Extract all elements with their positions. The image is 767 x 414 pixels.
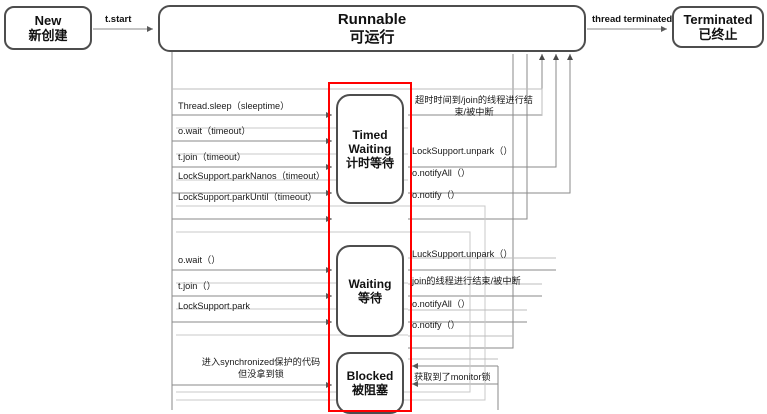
label-thread-sleep: Thread.sleep（sleeptime） bbox=[178, 101, 290, 111]
state-node-waiting[interactable]: Waiting 等待 bbox=[336, 245, 404, 337]
label-locksupport-park: LockSupport.park bbox=[178, 301, 251, 311]
label-t-join: t.join（） bbox=[178, 281, 216, 291]
state-new-en: New bbox=[34, 12, 62, 28]
state-blocked-zh: 被阻塞 bbox=[351, 383, 388, 397]
label-o-notifyall-timed: o.notifyAll（） bbox=[412, 168, 471, 178]
wire-exit-notify-timed bbox=[408, 54, 528, 220]
label-acquired-monitor: 获取到了monitor锁 bbox=[414, 372, 491, 382]
state-blocked-en: Blocked bbox=[346, 368, 394, 383]
label-o-wait: o.wait（） bbox=[178, 255, 221, 265]
state-terminated-en: Terminated bbox=[683, 11, 753, 27]
wire-exit-notifyall-timed bbox=[408, 54, 573, 194]
state-timed-waiting-en-line1: Timed bbox=[352, 127, 388, 142]
state-timed-waiting-en-line2: Waiting bbox=[348, 141, 392, 156]
state-node-timed-waiting[interactable]: Timed Waiting 计时等待 bbox=[336, 94, 404, 204]
label-parknanos-timeout: LockSupport.parkNanos（timeout） bbox=[178, 171, 326, 181]
state-runnable-en: Runnable bbox=[337, 10, 407, 28]
state-node-terminated[interactable]: Terminated 已终止 bbox=[672, 6, 764, 48]
edge-label-t-start: t.start bbox=[105, 14, 132, 25]
state-runnable-zh: 可运行 bbox=[349, 28, 395, 46]
state-node-new[interactable]: New 新创建 bbox=[4, 6, 92, 50]
label-t-join-timeout: t.join（timeout） bbox=[178, 152, 246, 162]
state-new-zh: 新创建 bbox=[28, 28, 68, 43]
label-parkuntil-timeout: LockSupport.parkUntil（timeout） bbox=[178, 192, 317, 202]
wire-exit-notify-waiting bbox=[408, 54, 514, 349]
highlight-rectangle bbox=[328, 82, 412, 412]
label-enter-synchronized: 进入synchronized保护的代码 但没拿到锁 bbox=[186, 357, 336, 380]
label-o-notifyall: o.notifyAll（） bbox=[412, 299, 471, 309]
state-waiting-zh: 等待 bbox=[357, 291, 382, 305]
label-lucksupport-unpark: LuckSupport.unpark（） bbox=[412, 249, 513, 259]
state-node-blocked[interactable]: Blocked 被阻塞 bbox=[336, 352, 404, 414]
label-o-wait-timeout: o.wait（timeout） bbox=[178, 126, 251, 136]
label-o-notify: o.notify（） bbox=[412, 320, 460, 330]
label-join-thread-end: join的线程进行结束/被中断 bbox=[412, 276, 521, 286]
state-timed-waiting-zh: 计时等待 bbox=[345, 156, 394, 171]
state-node-runnable[interactable]: Runnable 可运行 bbox=[158, 5, 586, 52]
state-waiting-en: Waiting bbox=[348, 276, 392, 291]
label-locksupport-unpark: LockSupport.unpark（） bbox=[412, 146, 513, 156]
wire-exit-unpark-timed bbox=[408, 54, 559, 168]
label-enter-synchronized-line1: 进入synchronized保护的代码 bbox=[201, 357, 321, 367]
edge-label-thread-terminated: thread terminated bbox=[592, 14, 673, 25]
state-terminated-zh: 已终止 bbox=[698, 27, 738, 42]
label-timeout-join-end: 超时时间到/join的线程进行结束/被中断 bbox=[415, 95, 533, 117]
label-o-notify-timed: o.notify（） bbox=[412, 190, 460, 200]
label-enter-synchronized-line2: 但没拿到锁 bbox=[238, 368, 284, 379]
